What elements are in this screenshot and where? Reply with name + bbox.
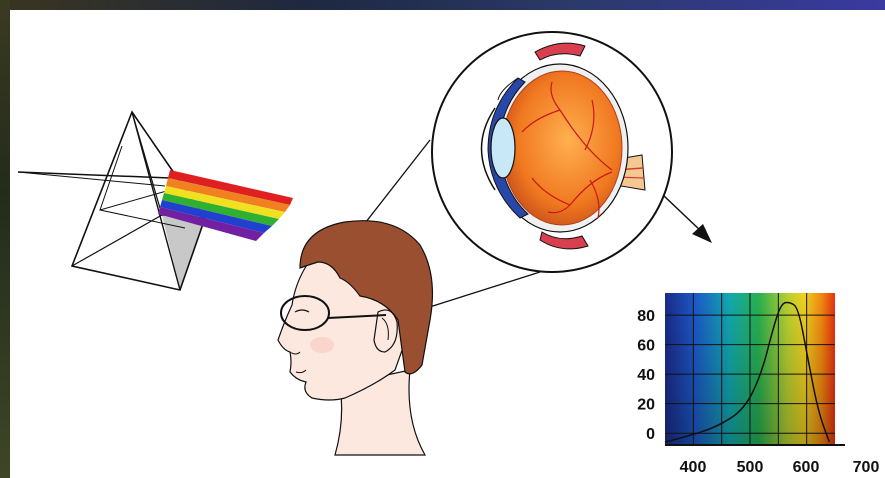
vision-diagram: 80 60 40 20 0 400 500 600 700 (10, 10, 885, 478)
x-tick-label: 700 (853, 459, 880, 476)
y-tick-label: 60 (637, 338, 655, 355)
pointer-arrowhead (692, 224, 712, 243)
x-tick-label: 600 (793, 459, 820, 476)
y-tick-label: 40 (637, 367, 655, 384)
spectrum-chart: 80 60 40 20 0 400 500 600 700 (637, 293, 879, 476)
slide-left-edge (0, 0, 10, 478)
y-tick-label: 20 (637, 397, 655, 414)
head-profile (278, 221, 432, 455)
chart-y-ticks: 80 60 40 20 0 (637, 308, 655, 443)
x-tick-label: 500 (737, 459, 764, 476)
diagram-panel: 80 60 40 20 0 400 500 600 700 (10, 10, 885, 478)
chart-x-ticks: 400 500 600 700 (680, 459, 880, 476)
x-tick-label: 400 (680, 459, 707, 476)
y-tick-label: 80 (637, 308, 655, 325)
y-tick-label: 0 (646, 426, 655, 443)
lens (491, 118, 515, 178)
light-ray (18, 172, 170, 178)
prism-illustration (18, 112, 293, 290)
